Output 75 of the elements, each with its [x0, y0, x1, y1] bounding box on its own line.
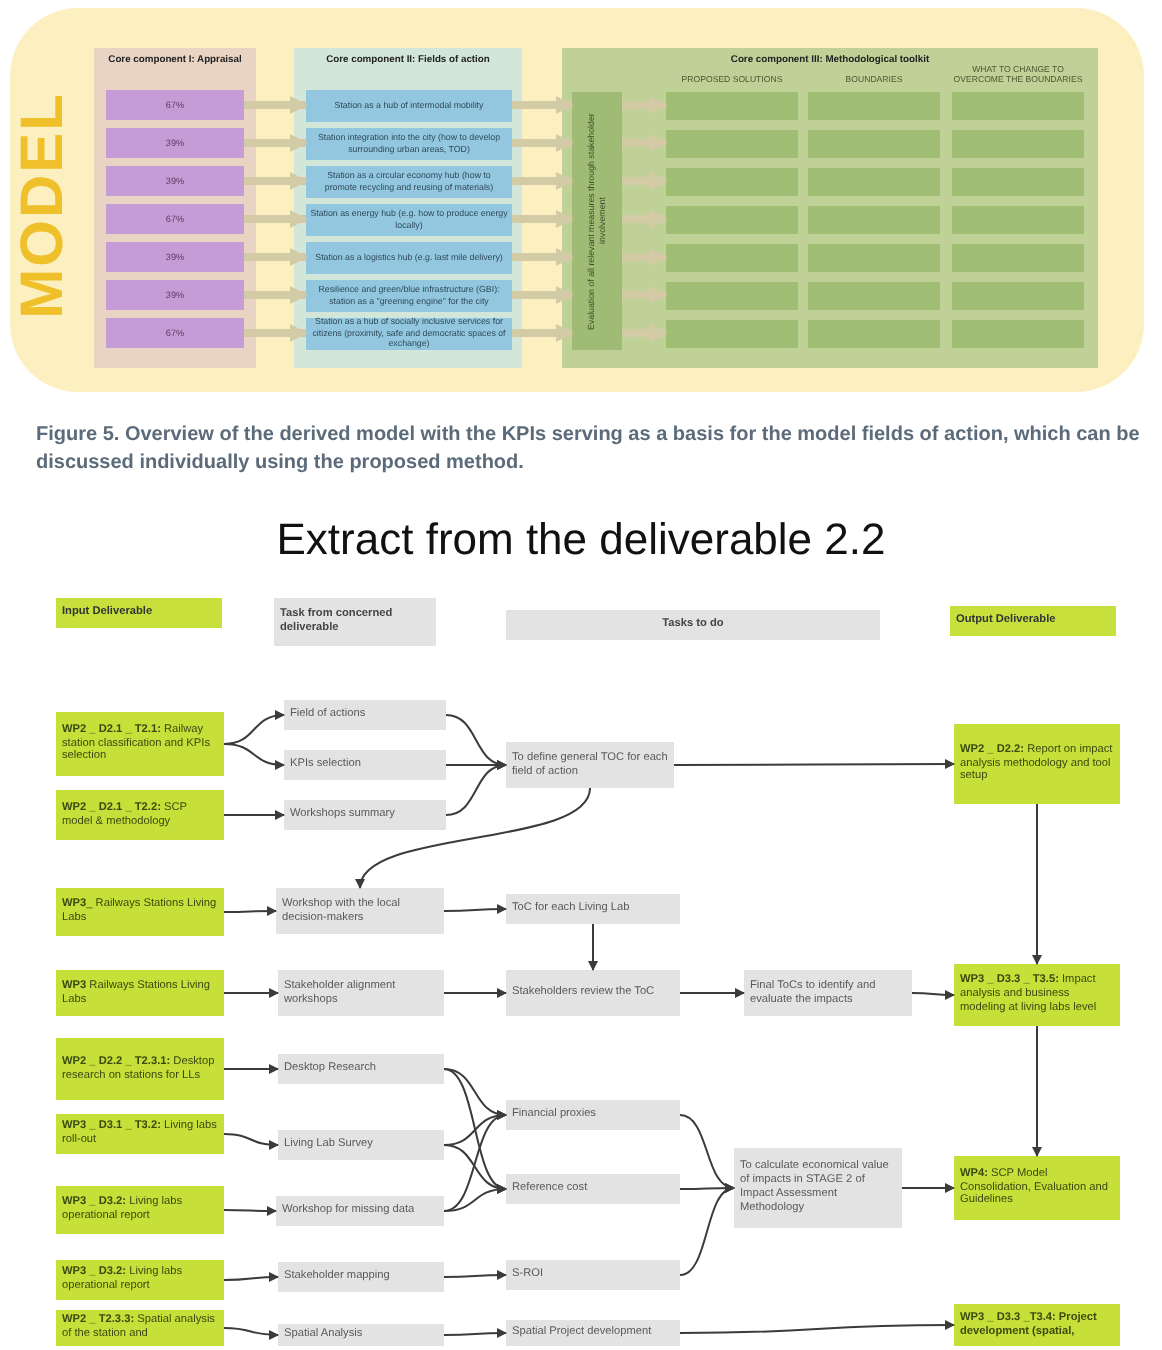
blank-cell	[808, 243, 940, 271]
arrow	[244, 324, 308, 342]
arrow	[622, 324, 668, 342]
arrow	[223, 1064, 279, 1074]
arrow	[512, 324, 574, 342]
arrow	[622, 134, 668, 152]
arrow	[679, 1185, 735, 1276]
arrow	[443, 1112, 507, 1212]
arrow	[244, 210, 308, 228]
blank-cell	[952, 205, 1084, 233]
arrow	[223, 1205, 277, 1216]
arrow	[512, 248, 574, 266]
blank-cell	[808, 319, 940, 347]
component-panel	[562, 48, 1098, 368]
blank-cell	[808, 129, 940, 157]
arrow	[223, 988, 279, 998]
arrow	[1032, 1025, 1042, 1157]
arrow	[622, 248, 668, 266]
arrow	[622, 96, 668, 114]
arrow	[223, 1272, 279, 1283]
component-panel	[94, 48, 256, 368]
arrow	[512, 134, 574, 152]
component-panel	[294, 48, 522, 368]
heading: Extract from the deliverable 2.2	[276, 514, 886, 567]
arrow	[911, 989, 955, 1000]
arrow	[244, 134, 308, 152]
arrow	[1032, 803, 1042, 965]
arrow	[223, 743, 285, 770]
arrow	[244, 172, 308, 190]
arrow	[445, 761, 507, 816]
arrow	[679, 1320, 955, 1334]
arrow	[622, 210, 668, 228]
blank-cell	[952, 129, 1084, 157]
arrow	[223, 906, 277, 917]
arrow	[443, 1270, 507, 1281]
blank-cell	[666, 129, 798, 157]
arrow	[622, 172, 668, 190]
model-band	[10, 8, 1144, 392]
arrow	[223, 1133, 279, 1150]
blank-cell	[952, 167, 1084, 195]
arrow	[443, 988, 507, 998]
blank-cell	[808, 205, 940, 233]
figure-caption: Figure 5. Overview of the derived model with the KPIs serving as a basis for the model fields of action, which can be discussed individually using the proposed method.	[36, 422, 1142, 476]
blank-cell	[808, 281, 940, 309]
arrow	[443, 1328, 507, 1339]
blank-cell	[666, 319, 798, 347]
arrow	[512, 96, 574, 114]
arrow	[223, 810, 285, 820]
arrow	[244, 248, 308, 266]
blank-cell	[952, 243, 1084, 271]
arrow	[679, 988, 745, 998]
blank-cell	[952, 91, 1084, 119]
arrow	[512, 172, 574, 190]
arrow	[443, 1184, 507, 1212]
arrow	[901, 1183, 955, 1193]
arrow	[244, 96, 308, 114]
arrow	[512, 286, 574, 304]
model-label: MODEL	[14, 92, 74, 319]
arrow	[443, 904, 507, 915]
arrow	[622, 286, 668, 304]
blank-cell	[666, 91, 798, 119]
arrow	[244, 286, 308, 304]
blank-cell	[808, 167, 940, 195]
arrow	[588, 923, 598, 971]
blank-cell	[666, 167, 798, 195]
blank-cell	[808, 91, 940, 119]
arrow	[673, 759, 955, 769]
blank-cell	[952, 319, 1084, 347]
blank-cell	[952, 281, 1084, 309]
blank-cell	[666, 205, 798, 233]
blank-cell	[666, 281, 798, 309]
blank-cell	[666, 243, 798, 271]
arrow	[358, 787, 591, 889]
arrow	[223, 1327, 279, 1340]
arrow	[512, 210, 574, 228]
